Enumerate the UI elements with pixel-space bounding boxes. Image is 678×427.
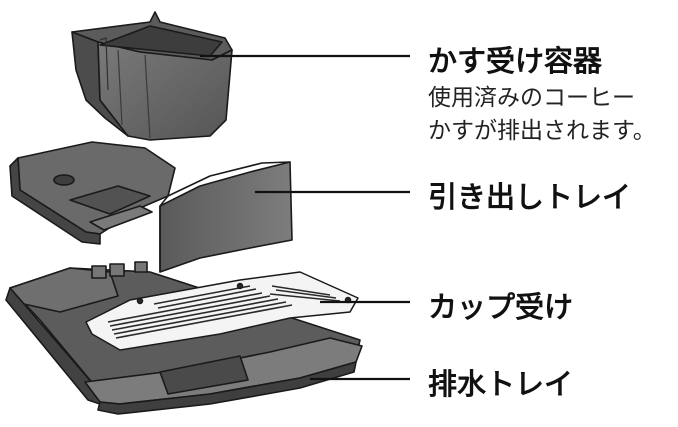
grounds-container-description: 使用済みのコーヒー かすが排出されます。 <box>428 82 656 148</box>
label-drawer-tray: 引き出しトレイ <box>428 180 632 214</box>
label-drip-tray: 排水トレイ <box>428 367 574 401</box>
cup-holder-illustration <box>85 271 359 351</box>
label-grounds-container: かす受け容器 <box>428 44 603 78</box>
description-line-1: 使用済みのコーヒー <box>428 85 635 111</box>
description-line-2: かすが排出されます。 <box>428 118 656 144</box>
drawer-tray-illustration <box>9 141 293 273</box>
grounds-container-illustration <box>71 11 233 141</box>
leader-lines <box>200 54 410 381</box>
label-cup-holder: カップ受け <box>428 290 574 324</box>
